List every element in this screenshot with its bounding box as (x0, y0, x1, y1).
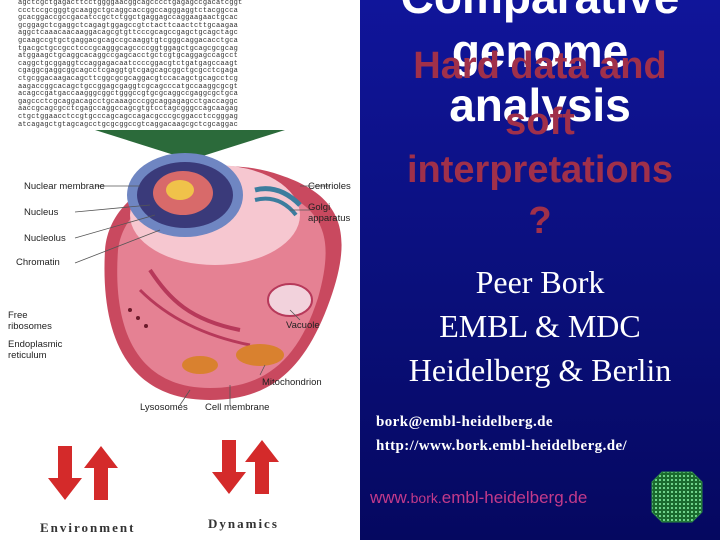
contact-email[interactable]: bork@embl-heidelberg.de (376, 414, 553, 430)
label-dynamics: Dynamics (208, 516, 279, 531)
contact-url[interactable]: http://www.bork.embl-heidelberg.de/ (376, 438, 628, 454)
right-title-panel: Comparative genome analysis Hard data an… (360, 0, 720, 540)
author-name: Peer Bork (475, 264, 605, 300)
cell-illustration (48, 130, 342, 500)
label-nucleolus: Nucleolus (24, 233, 66, 244)
label-golgi-apparatus: Golgi apparatus (308, 202, 351, 224)
label-lysosomes: Lysosomes (140, 402, 188, 413)
footer-url[interactable]: www.bork.embl-heidelberg.de (370, 488, 587, 508)
affiliation-line-2: Heidelberg & Berlin (408, 352, 672, 388)
label-nuclear-membrane: Nuclear membrane (24, 181, 105, 192)
dynamics-arrows-icon (212, 440, 279, 494)
title-line-1: Comparative (360, 0, 720, 20)
down-arrow-icon (95, 130, 285, 160)
label-chromatin: Chromatin (16, 257, 60, 268)
overlay-title-line-1: Hard data and (413, 45, 667, 87)
subtitle-line-2: ? (528, 200, 552, 242)
affiliation-line-1: EMBL & MDC (439, 308, 641, 344)
footer-url-mid: bork. (410, 490, 442, 506)
label-nucleus: Nucleus (24, 207, 59, 218)
overlay-title-line-2: soft (505, 101, 575, 143)
footer-url-prefix: www. (370, 488, 411, 507)
dna-sequence-text: agctcgctgagacttcctggggaacggcagcccctgagag… (18, 0, 243, 129)
title-line-2: genome (451, 25, 629, 77)
environment-arrows-icon (48, 446, 118, 500)
title-line-3: analysis (449, 79, 631, 131)
label-cell-membrane: Cell membrane (205, 402, 270, 413)
label-free-ribosomes: Free ribosomes (8, 310, 52, 332)
label-mitochondrion: Mitochondrion (262, 377, 322, 388)
label-vacuole: Vacuole (286, 320, 320, 331)
footer-url-suffix: embl-heidelberg.de (441, 488, 588, 507)
left-illustration-panel: agctcgctgagacttcctggggaacggcagcccctgagag… (0, 0, 360, 540)
embl-logo-icon (651, 471, 703, 523)
label-centrioles: Centrioles (308, 181, 351, 192)
label-endoplasmic-reticulum: Endoplasmic reticulum (8, 339, 63, 361)
label-environment: Environment (40, 520, 136, 535)
subtitle-line-1: interpretations (406, 149, 674, 191)
